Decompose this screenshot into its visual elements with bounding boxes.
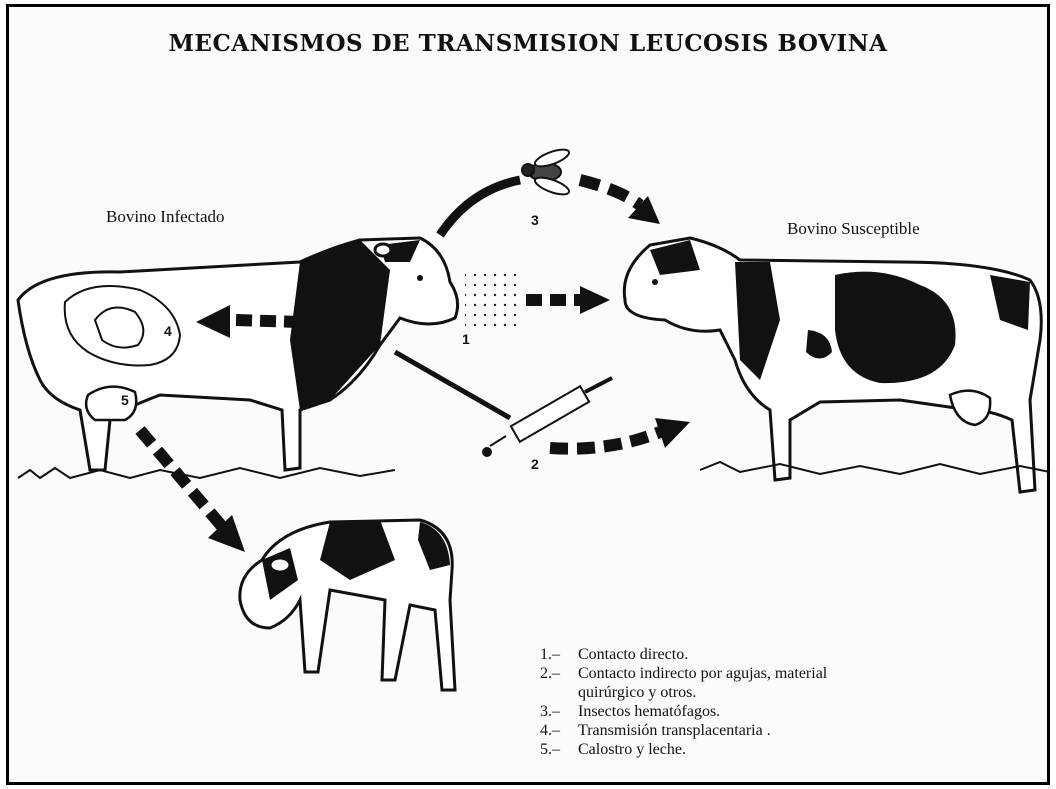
grass-right bbox=[700, 462, 1050, 474]
legend-row: 1.–Contacto directo. bbox=[540, 645, 980, 664]
arrow-insect-head bbox=[628, 196, 660, 224]
arrow-direct-head bbox=[580, 286, 610, 314]
infected-cow-label: Bovino Infectado bbox=[106, 207, 225, 227]
fly-icon bbox=[522, 146, 571, 198]
contact-spray bbox=[465, 272, 517, 330]
legend-row: 3.–Insectos hematófagos. bbox=[540, 702, 980, 721]
calf bbox=[240, 520, 455, 690]
marker-3: 3 bbox=[531, 212, 539, 228]
susceptible-cow-label: Bovino Susceptible bbox=[787, 219, 920, 239]
marker-2: 2 bbox=[531, 456, 539, 472]
legend-row: 4.–Transmisión transplacentaria . bbox=[540, 721, 980, 740]
legend-row: 5.–Calostro y leche. bbox=[540, 740, 980, 759]
arrow-needle-path bbox=[395, 352, 510, 418]
arrow-placenta-dashed bbox=[235, 320, 300, 322]
marker-5: 5 bbox=[121, 392, 129, 408]
arrow-needle-dashed bbox=[550, 432, 660, 449]
legend-row: 2.–Contacto indirecto por agujas, materi… bbox=[540, 664, 980, 683]
legend-row: quirúrgico y otros. bbox=[540, 683, 980, 702]
arrow-milk-dashed bbox=[140, 430, 225, 530]
arrow-needle-head bbox=[655, 418, 690, 448]
legend: 1.–Contacto directo. 2.–Contacto indirec… bbox=[540, 645, 980, 759]
infected-cow bbox=[18, 238, 458, 470]
grass-left bbox=[18, 468, 395, 478]
arrow-insect-path bbox=[440, 180, 520, 235]
marker-4: 4 bbox=[164, 323, 172, 339]
arrow-insect-dashed bbox=[580, 180, 640, 205]
susceptible-cow bbox=[624, 238, 1041, 492]
marker-1: 1 bbox=[462, 331, 470, 347]
